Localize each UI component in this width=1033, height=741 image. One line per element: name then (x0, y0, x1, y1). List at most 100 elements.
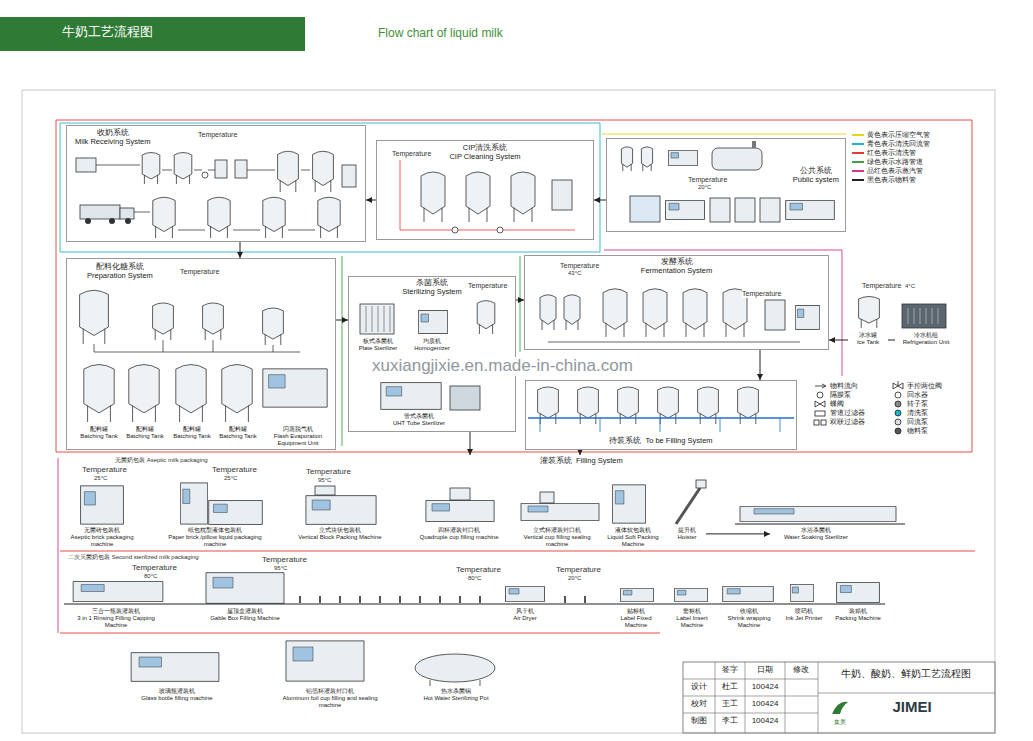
chinese-name: 立式杯灌装封口机 (512, 527, 602, 534)
equipment-label: 喷码机Ink Jet Printer (780, 608, 828, 622)
chimney (752, 141, 756, 148)
shrink-machine (723, 586, 774, 601)
equipment-label: 管式杀菌机UHT Tube Sterilizer (384, 413, 454, 427)
chinese-name: 均质机 (408, 338, 456, 345)
legend-text: 绿色表示水路管道 (867, 158, 923, 166)
filter-column (760, 198, 780, 222)
tank (208, 197, 230, 238)
english-name: Batching Tank (216, 433, 260, 440)
english-name: Aluminum foil cup filling and sealing ma… (272, 695, 388, 709)
duplex-filter-symbol (814, 420, 819, 425)
chinese-name: 冷水机组 (895, 332, 957, 339)
flow-connector (516, 300, 524, 301)
equipment-label: 贴标机Label Fixed Machine (610, 608, 662, 629)
tank (466, 172, 490, 222)
cleaning-return-pipe (60, 123, 600, 252)
tank (540, 295, 556, 330)
legend-swatch (852, 143, 864, 145)
chinese-name: 配料罐 (216, 426, 260, 433)
legend-item: 隔膜泵 (830, 391, 851, 399)
temperature-label: Temperature (556, 566, 601, 575)
cooling-unit (795, 306, 819, 330)
equipment-label: 无菌砖包装机Aseptic brick packaging machine (68, 527, 136, 548)
tank (511, 172, 535, 222)
pump (452, 227, 458, 233)
plate-sterilizer (360, 304, 394, 334)
legend-swatch (852, 179, 864, 181)
english-name: Filling System (576, 457, 623, 466)
legend-text: 黑色表示物料管 (867, 176, 916, 184)
equipment-label: 热水杀菌锅Hot Water Sterilizing Pot (406, 688, 506, 702)
water-treatment (786, 200, 835, 219)
equipment-label: 收缩机Shrink wrapping Machine (722, 608, 776, 629)
chinese-name: 风干机 (498, 608, 552, 615)
legend-text: 管道过滤器 (830, 409, 865, 417)
legend-item: 蝶阀 (830, 400, 844, 408)
temperature-label: Temperature (306, 468, 351, 477)
material-pipe (548, 342, 800, 343)
rotor-pump-symbol (895, 401, 901, 407)
legend-text: 转子泵 (907, 400, 928, 408)
flow-connector (366, 200, 376, 201)
equipment-label: 提升机Hoister (668, 527, 706, 541)
chinese-name: CIP清洗系统 (449, 144, 520, 153)
chinese-name: 无菌砖包装机 (68, 527, 136, 534)
package-note: 二次灭菌奶包装 Second sterilized milk packaging (68, 554, 199, 561)
chinese-name: 板式杀菌机 (352, 338, 404, 345)
flow-connector (470, 432, 471, 455)
chinese-name: 水浴杀菌机 (770, 527, 862, 534)
chinese-name: 四杯灌装封口机 (418, 527, 500, 534)
drawing-title: 牛奶、酸奶、鲜奶工艺流程图 (841, 668, 971, 679)
chinese-name: 公共系统 (793, 167, 839, 176)
legend-text: 物料流向 (830, 382, 858, 390)
equipment-label: 配料罐Batching Tank (170, 426, 214, 440)
english-name: Aseptic brick packaging machine (68, 534, 136, 548)
legend-item: 手控两位阀 (907, 382, 942, 390)
hopper (450, 488, 470, 500)
temperature-label: Temperature (560, 262, 599, 270)
tank (174, 153, 192, 185)
legend-item: 管道过滤器 (830, 409, 865, 417)
temperature-value: 95°C (318, 477, 331, 484)
air-receiver (641, 147, 652, 171)
temperature-label: Temperature (198, 131, 237, 139)
chinese-name: 铝箔杯灌装封口机 (272, 688, 388, 695)
english-name: Shrink wrapping Machine (722, 615, 776, 629)
chinese-name: 灌装系统 (540, 457, 572, 466)
equipment-label: 液体软包装机Liquid Soft Packing Machine (606, 527, 660, 548)
temperature-value: 25°C (224, 475, 237, 482)
packing-machine (837, 582, 880, 602)
compressor (668, 150, 697, 165)
equipment-label: 冰水罐Ice Tank (848, 332, 888, 346)
flow-connector (240, 242, 241, 258)
header-bar (0, 17, 305, 51)
rinsing-filling-capping-machine (73, 581, 163, 601)
truck-wheel (85, 218, 91, 224)
english-name: Air Dryer (498, 615, 552, 622)
legend-item: 双联过滤器 (830, 418, 865, 426)
table-cell: 杜工 (722, 683, 738, 692)
english-name: Packing Machine (832, 615, 884, 622)
equipment-label: 冷水机组Refrigeration Unit (895, 332, 957, 346)
steam-pipe (604, 250, 842, 376)
filter (235, 160, 247, 178)
chinese-name: 屋顶盒灌装机 (198, 608, 292, 615)
temperature-label: Temperature (456, 566, 501, 575)
temperature-value: 20°C (698, 184, 711, 191)
temperature-label: Temperature (82, 466, 127, 475)
subtitle: Flow chart of liquid milk (378, 27, 503, 40)
chinese-name: 热水杀菌锅 (406, 688, 506, 695)
table-cell: 修改 (793, 666, 809, 675)
equipment-label: 风干机Air Dryer (498, 608, 552, 622)
flow-connector (336, 320, 348, 321)
legend-text: 黄色表示压缩空气管 (867, 131, 930, 139)
temperature-value: 4°C (905, 283, 915, 290)
temperature-value: 43°C (568, 270, 581, 277)
conveyor (64, 603, 885, 604)
legend-text: 蝶阀 (830, 400, 844, 408)
air-dryer (506, 586, 545, 601)
tank (142, 153, 160, 185)
temperature-value: 80°C (144, 573, 157, 580)
cleaning-pipe (400, 160, 575, 230)
